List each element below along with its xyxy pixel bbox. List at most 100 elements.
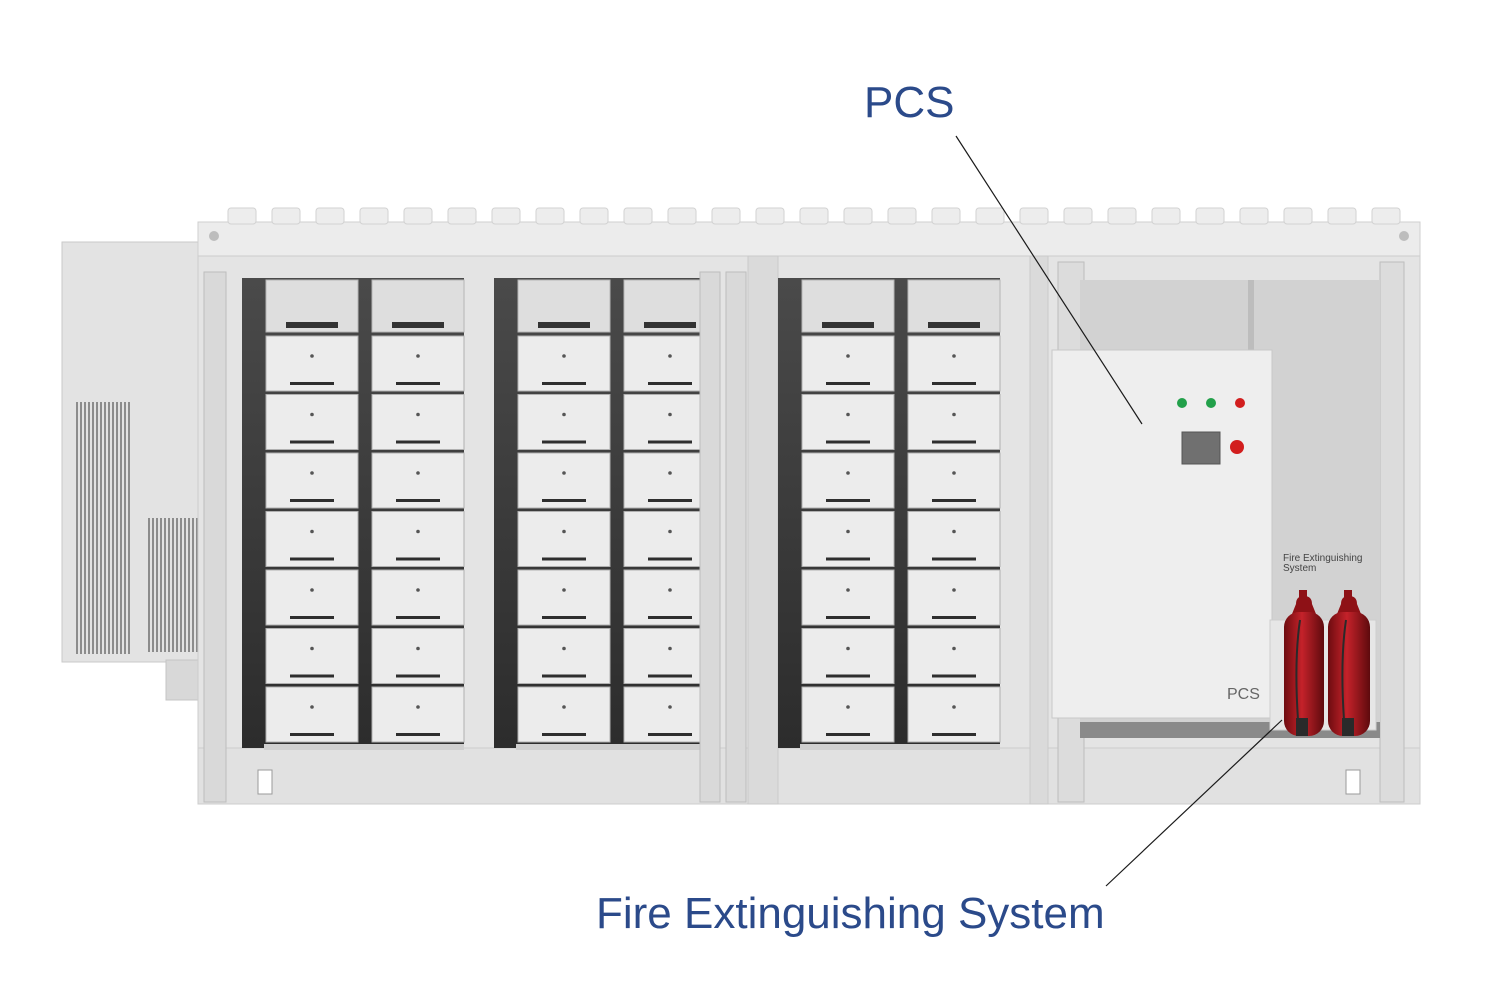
- roof-rib: [975, 207, 1005, 225]
- vent-slot: [76, 402, 78, 654]
- battery-module-led: [668, 412, 672, 417]
- battery-module: [907, 569, 1001, 626]
- roof-rib: [1151, 207, 1181, 225]
- battery-module: [517, 394, 611, 450]
- pcs-cabinet: PCS: [1051, 349, 1273, 719]
- battery-module-handle: [826, 557, 870, 561]
- air-conditioner-unit: [61, 241, 205, 701]
- vent-slot: [176, 518, 178, 652]
- vent-slot: [152, 518, 154, 652]
- vent-slot: [100, 402, 102, 654]
- battery-module: [371, 511, 465, 567]
- battery-module-handle: [648, 382, 692, 385]
- battery-module: [801, 686, 895, 743]
- battery-module-handle: [648, 557, 692, 561]
- battery-module-led: [416, 471, 420, 475]
- vent-slot: [84, 402, 86, 654]
- battery-module: [907, 394, 1001, 450]
- battery-module-led: [562, 705, 566, 709]
- battery-module: [265, 452, 359, 509]
- vent-slot: [96, 402, 98, 654]
- roof-rib: [271, 207, 301, 225]
- vent-slot: [156, 518, 158, 652]
- battery-module: [517, 628, 611, 684]
- battery-module: [517, 452, 611, 509]
- vent-slot: [148, 518, 150, 652]
- battery-module-handle: [826, 733, 870, 736]
- roof-rib: [1063, 207, 1093, 225]
- battery-module-handle: [932, 557, 976, 561]
- battery-module-handle: [826, 499, 870, 502]
- fire-leader-line: [1105, 719, 1283, 887]
- battery-module-handle: [932, 382, 976, 385]
- battery-module-handle: [648, 499, 692, 502]
- battery-module: [801, 628, 895, 684]
- battery-module-led: [668, 354, 672, 358]
- vent-slot: [192, 518, 194, 652]
- fire-system-tag: Fire Extinguishing: [1283, 553, 1362, 564]
- battery-module-led: [310, 354, 314, 358]
- battery-module: [907, 628, 1001, 684]
- fire-extinguishing-system-label: Fire Extinguishing System: [596, 889, 1105, 938]
- roof-rib: [711, 207, 741, 225]
- battery-module: [517, 569, 611, 626]
- rack-base: [800, 744, 1000, 750]
- battery-module-handle: [932, 499, 976, 502]
- battery-module-led: [668, 588, 672, 592]
- battery-module-handle: [648, 733, 692, 736]
- vent-slot: [172, 518, 174, 652]
- roof-rib: [1327, 207, 1357, 225]
- vent-slot: [120, 402, 122, 654]
- pcs-nameplate: PCS: [1227, 686, 1260, 703]
- battery-module-handle: [542, 557, 586, 561]
- battery-module-led: [562, 529, 566, 534]
- battery-module-handle: [542, 616, 586, 619]
- battery-module-led: [310, 588, 314, 592]
- roof-rib: [1107, 207, 1137, 225]
- battery-module: [517, 686, 611, 743]
- battery-module-handle: [826, 440, 870, 444]
- battery-module: [801, 452, 895, 509]
- hmi-screen: [1181, 431, 1221, 465]
- green-indicator-light: [1206, 398, 1216, 408]
- roof-rib: [799, 207, 829, 225]
- battery-module-handle: [826, 616, 870, 619]
- battery-module-handle: [542, 674, 586, 678]
- roof-rib: [667, 207, 697, 225]
- battery-module-led: [952, 588, 956, 592]
- battery-module-led: [846, 646, 850, 651]
- roof-rib: [843, 207, 873, 225]
- battery-module-handle: [290, 499, 334, 502]
- battery-module-led: [310, 646, 314, 651]
- battery-module-handle: [290, 674, 334, 678]
- battery-module-handle: [542, 382, 586, 385]
- battery-module: [517, 511, 611, 567]
- roof-rib: [1019, 207, 1049, 225]
- battery-module-handle: [396, 382, 440, 385]
- battery-module-led: [952, 471, 956, 475]
- battery-module: [265, 511, 359, 567]
- vent-slot: [128, 402, 130, 654]
- rack-header-slot: [822, 322, 874, 328]
- battery-module-led: [846, 529, 850, 534]
- battery-module-led: [562, 354, 566, 358]
- battery-module: [371, 394, 465, 450]
- battery-module-led: [952, 412, 956, 417]
- battery-module-led: [952, 646, 956, 651]
- battery-module-led: [310, 412, 314, 417]
- green-indicator-light: [1177, 398, 1187, 408]
- battery-module: [371, 569, 465, 626]
- roof-rib: [447, 207, 477, 225]
- battery-module-handle: [932, 440, 976, 444]
- battery-module: [801, 335, 895, 392]
- battery-module-handle: [542, 499, 586, 502]
- vent-slot: [104, 402, 106, 654]
- pcs-label: PCS: [864, 78, 955, 127]
- roof-rib: [887, 207, 917, 225]
- roof-rib: [535, 207, 565, 225]
- pcs-leader-line: [955, 135, 1143, 425]
- battery-module: [371, 628, 465, 684]
- vent-slot: [160, 518, 162, 652]
- rack-base: [516, 744, 716, 750]
